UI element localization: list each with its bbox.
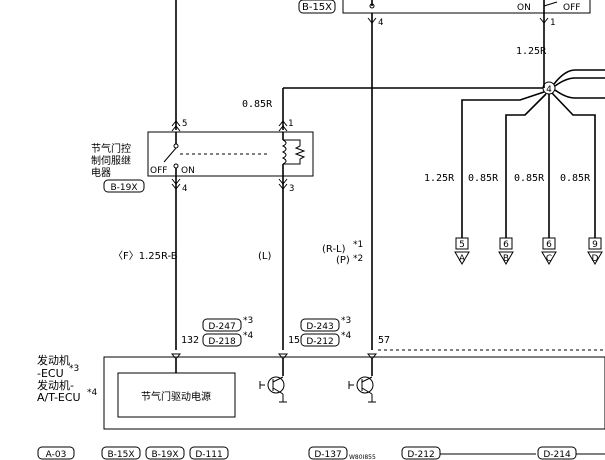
transistor-1	[259, 359, 287, 403]
svg-text:D-137: D-137	[314, 450, 341, 460]
bottom-ref-d111: D-111	[189, 446, 229, 460]
relay-coil	[281, 139, 287, 165]
ground-terminal-d: 9 D	[587, 237, 603, 265]
pin-57: 57	[378, 335, 390, 346]
relay-on-label: ON	[181, 166, 195, 176]
pin-4-top: 4	[378, 18, 383, 28]
svg-text:C: C	[546, 254, 552, 264]
branch-wire-a	[461, 91, 545, 238]
svg-text:9: 9	[592, 240, 598, 250]
connector-d218: D-218	[202, 333, 242, 347]
svg-text:5: 5	[459, 240, 465, 250]
wire-label-085r-left: 0.85R	[242, 99, 273, 110]
svg-text:6: 6	[546, 240, 552, 250]
bottom-ref-b19x: B-19X	[145, 446, 185, 460]
throttle-drive-power-label: 节气门驱动电源	[141, 390, 211, 403]
pin-5: 5	[182, 119, 187, 129]
pin-15: 15	[288, 335, 300, 346]
svg-text:B-19X: B-19X	[110, 183, 137, 193]
pin-4: 4	[182, 184, 187, 194]
wire-label-1: 1.25R	[424, 173, 455, 184]
connector-d247: D-247	[202, 318, 242, 332]
svg-text:D-247: D-247	[208, 322, 235, 332]
ecu-label-line3: 发动机-	[37, 378, 74, 392]
wire-label-2: 0.85R	[468, 173, 499, 184]
throttle-drive-power-box	[117, 372, 236, 418]
star-4a: *4	[243, 331, 254, 341]
wire-label-rl: (R-L)	[322, 244, 346, 255]
svg-text:6: 6	[503, 240, 509, 250]
ground-terminal-c: 6 C	[541, 237, 557, 265]
bottom-ref-d212: D-212	[401, 446, 441, 460]
relay-off-label: OFF	[150, 166, 167, 176]
svg-text:D-243: D-243	[306, 322, 333, 332]
top-unit-outline	[342, 0, 591, 14]
pin-3: 3	[289, 184, 294, 194]
relay-connector-b19x: B-19X	[103, 179, 145, 193]
bottom-ref-d137: D-137	[308, 446, 348, 460]
svg-text:B-19X: B-19X	[151, 450, 178, 460]
svg-text:B: B	[503, 254, 509, 264]
connector-label: B-15X	[302, 2, 332, 13]
branch-wire-d	[551, 92, 596, 238]
junction-label: 4	[546, 85, 552, 95]
relay-name-line3: 电器	[91, 166, 111, 179]
wire-label-f: 〈F〉1.25R-B	[113, 250, 178, 262]
bottom-ref-d214: D-214	[537, 446, 577, 460]
svg-text:D-111: D-111	[195, 450, 222, 460]
pin-1: 1	[288, 119, 293, 129]
connector-d212: D-212	[300, 333, 340, 347]
ecu-outline	[103, 356, 605, 430]
branch-wire-b	[505, 93, 547, 238]
top-on-label: ON	[517, 3, 531, 13]
ground-terminal-b: 6 B	[498, 237, 514, 265]
bottom-ref-a03: A-03	[37, 446, 75, 460]
relay-resistor	[283, 139, 306, 165]
relay-name-line1: 节气门控	[91, 142, 131, 155]
wire-label-l: (L)	[258, 251, 271, 262]
figure-id: W80I855	[349, 454, 376, 460]
wire-label-3: 0.85R	[514, 173, 545, 184]
svg-text:D-212: D-212	[407, 450, 434, 460]
wire-label-p-star: *2	[353, 254, 363, 264]
connector-d243: D-243	[300, 318, 340, 332]
svg-text:B-15X: B-15X	[107, 450, 134, 460]
relay-name-line2: 制伺服继	[91, 154, 131, 167]
star-3b: *3	[341, 316, 351, 326]
svg-text:D-214: D-214	[543, 450, 571, 460]
ecu-label-line4: A/T-ECU	[37, 391, 81, 404]
svg-text:A-03: A-03	[46, 450, 67, 460]
ecu-label-line1: 发动机	[37, 353, 70, 367]
svg-text:A: A	[459, 254, 466, 264]
pin-132: 132	[181, 335, 199, 346]
svg-text:D: D	[592, 254, 599, 264]
wire-label-125r-top: 1.25R	[516, 46, 547, 57]
top-off-label: OFF	[563, 3, 580, 13]
star-3a: *3	[243, 316, 253, 326]
bottom-ref-b15x: B-15X	[101, 446, 141, 460]
wire-label-rl-star: *1	[353, 240, 363, 250]
wire-label-p: (P)	[336, 255, 350, 266]
wire-label-4: 0.85R	[560, 173, 591, 184]
throttle-servo-relay: OFF ON	[147, 131, 314, 177]
ground-terminal-a: 5 A	[454, 237, 470, 265]
star-4b: *4	[341, 331, 352, 341]
top-terminal	[369, 3, 375, 9]
ecu-label-line4-star: *4	[87, 388, 98, 398]
svg-text:D-212: D-212	[306, 337, 333, 347]
ecu-label-line2-star: *3	[69, 364, 79, 374]
top-b15x-connector: B-15X	[298, 0, 336, 14]
svg-text:D-218: D-218	[208, 337, 236, 347]
transistor-2	[348, 359, 376, 403]
pin-1-top: 1	[550, 18, 555, 28]
ecu-label-line2: -ECU	[37, 367, 64, 380]
